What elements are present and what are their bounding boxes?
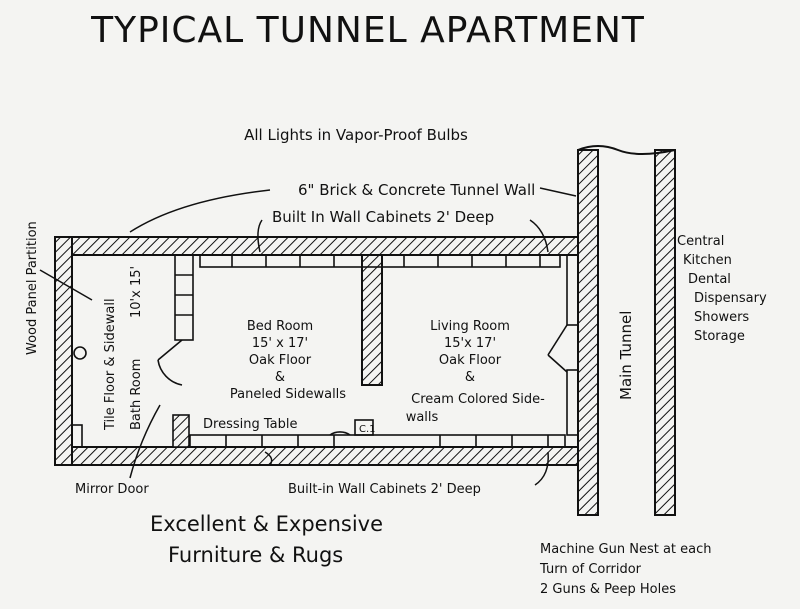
- bedroom-line: Oak Floor: [249, 353, 312, 368]
- main-tunnel-label: Main Tunnel: [617, 311, 635, 400]
- left-wall: [54, 236, 73, 466]
- tile-floor-label: Tile Floor & Sidewall: [103, 298, 118, 431]
- livingroom-label: Living Room 15'x 17' Oak Floor & Cream C…: [406, 319, 545, 425]
- machine-gun-line: Turn of Corridor: [539, 562, 642, 577]
- cabinets-bottom-label: Built-in Wall Cabinets 2' Deep: [288, 482, 481, 497]
- tunnel-left-wall: [577, 149, 599, 516]
- furniture-line: Excellent & Expensive: [150, 512, 383, 536]
- livingroom-line: walls: [406, 410, 439, 425]
- outer-walls: [54, 149, 676, 516]
- furniture-line: Furniture & Rugs: [168, 543, 343, 567]
- bedroom-line: Paneled Sidewalls: [230, 387, 346, 402]
- bedroom-label: Bed Room 15' x 17' Oak Floor & Paneled S…: [230, 319, 346, 402]
- bedroom-line: &: [275, 370, 285, 385]
- bath-partition: [172, 254, 579, 448]
- livingroom-line: Cream Colored Side-: [411, 392, 545, 407]
- central-line: Dental: [688, 272, 731, 287]
- bedroom-line: Bed Room: [247, 319, 313, 334]
- livingroom-line: 15'x 17': [444, 336, 496, 351]
- top-wall: [54, 236, 581, 256]
- wood-panel-label: Wood Panel Partition: [25, 221, 40, 355]
- dressing-table-label: Dressing Table: [203, 417, 297, 432]
- mirror-door-label: Mirror Door: [75, 482, 149, 497]
- central-facilities-list: Central Kitchen Dental Dispensary Shower…: [677, 234, 767, 344]
- central-line: Kitchen: [683, 253, 732, 268]
- bath-size-label: 10'x 15': [129, 266, 144, 318]
- cabinets-top-row: [199, 254, 561, 268]
- livingroom-line: Oak Floor: [439, 353, 502, 368]
- bath-room-label: Bath Room: [129, 359, 144, 430]
- cabinets-bottom-row: [189, 434, 566, 448]
- machine-gun-line: Machine Gun Nest at each: [540, 542, 712, 557]
- central-line: Dispensary: [694, 291, 767, 306]
- leader-lines: [39, 187, 577, 486]
- livingroom-line: Living Room: [430, 319, 510, 334]
- livingroom-line: &: [465, 370, 475, 385]
- central-line: Central: [677, 234, 724, 249]
- bottom-wall: [54, 446, 581, 466]
- closet-label: C.1: [359, 424, 376, 435]
- central-line: Storage: [694, 329, 745, 344]
- furniture-note: Excellent & Expensive Furniture & Rugs: [150, 512, 383, 567]
- machine-gun-line: 2 Guns & Peep Holes: [540, 582, 676, 597]
- diagram-title: TYPICAL TUNNEL APARTMENT: [90, 10, 645, 51]
- tunnel-break-top: [577, 145, 676, 155]
- tunnel-right-wall: [654, 149, 676, 516]
- cabinets-top-label: Built In Wall Cabinets 2' Deep: [272, 208, 494, 226]
- machine-gun-note: Machine Gun Nest at each Turn of Corrido…: [539, 542, 712, 597]
- central-line: Showers: [694, 310, 749, 325]
- doors: [157, 324, 568, 436]
- toilet-fixture: [71, 424, 83, 448]
- sink-fixture: [73, 346, 87, 360]
- bed-living-partition: [361, 254, 383, 386]
- bedroom-line: 15' x 17': [252, 336, 308, 351]
- tunnel-wall-label: 6" Brick & Concrete Tunnel Wall: [298, 181, 535, 199]
- diagram-subtitle: All Lights in Vapor-Proof Bulbs: [244, 126, 468, 144]
